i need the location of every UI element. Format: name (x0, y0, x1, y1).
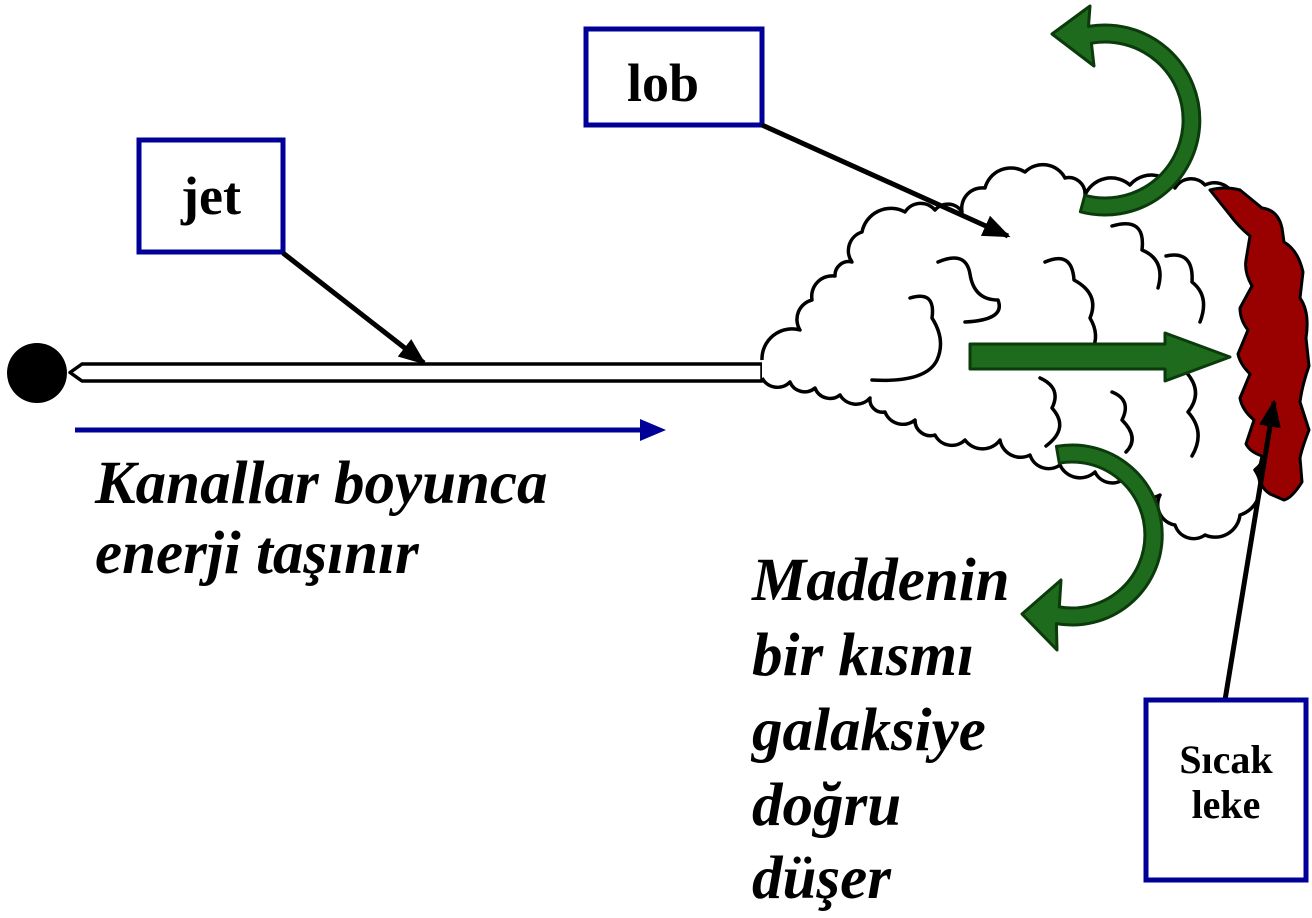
turbulence-line (1043, 256, 1098, 352)
lob-label: lob (583, 26, 765, 128)
caption-line: bir kısmı (752, 622, 974, 689)
lower-backflow-arrow (1020, 443, 1164, 652)
jet-pointer-arrow (281, 251, 427, 365)
lob-label-box (583, 26, 765, 128)
lob-label-text: lob (627, 53, 699, 113)
caption-line: Kanallar boyunca (94, 450, 548, 517)
caption-line: Maddenin (751, 547, 1010, 614)
jet-label-text: jet (180, 166, 241, 226)
caption-line: enerji taşınır (95, 520, 420, 587)
hot-spot-pointer-arrow (1222, 399, 1281, 701)
turbulence-line (870, 294, 943, 383)
turbulence-line (1110, 222, 1162, 290)
caption-line: düşer (752, 845, 892, 912)
galaxy-core-dot (7, 343, 67, 403)
turbulence-line (1184, 370, 1200, 458)
forward-flow-arrow (968, 331, 1232, 383)
hot-spot-label-box (1143, 697, 1309, 883)
hot-spot-label-line: leke (1192, 782, 1261, 827)
caption-line: galaksiye (750, 697, 986, 764)
jet-label: jet (136, 137, 286, 255)
lob-pointer-arrow (760, 122, 1011, 239)
hot-spot (1208, 186, 1311, 502)
jet-channel (68, 362, 764, 383)
matter-falls-caption: Maddenin bir kısmı galaksiye doğru düşer (750, 547, 1010, 912)
upper-backflow-arrow (1050, 4, 1202, 217)
turbulence-line (1110, 390, 1134, 454)
turbulence-line (1164, 253, 1206, 324)
jet-label-box (136, 137, 286, 255)
hot-spot-label-line: Sıcak (1179, 737, 1273, 782)
lobe-turbulence-lines (870, 222, 1206, 458)
energy-transport-caption: Kanallar boyunca enerji taşınır (94, 450, 548, 587)
hot-spot-label: Sıcak leke (1143, 697, 1309, 883)
turbulence-line (936, 256, 1001, 324)
energy-transport-arrow-head (640, 419, 666, 441)
energy-transport-arrow (75, 419, 666, 441)
turbulence-line (1038, 376, 1062, 448)
caption-line: doğru (752, 772, 901, 839)
